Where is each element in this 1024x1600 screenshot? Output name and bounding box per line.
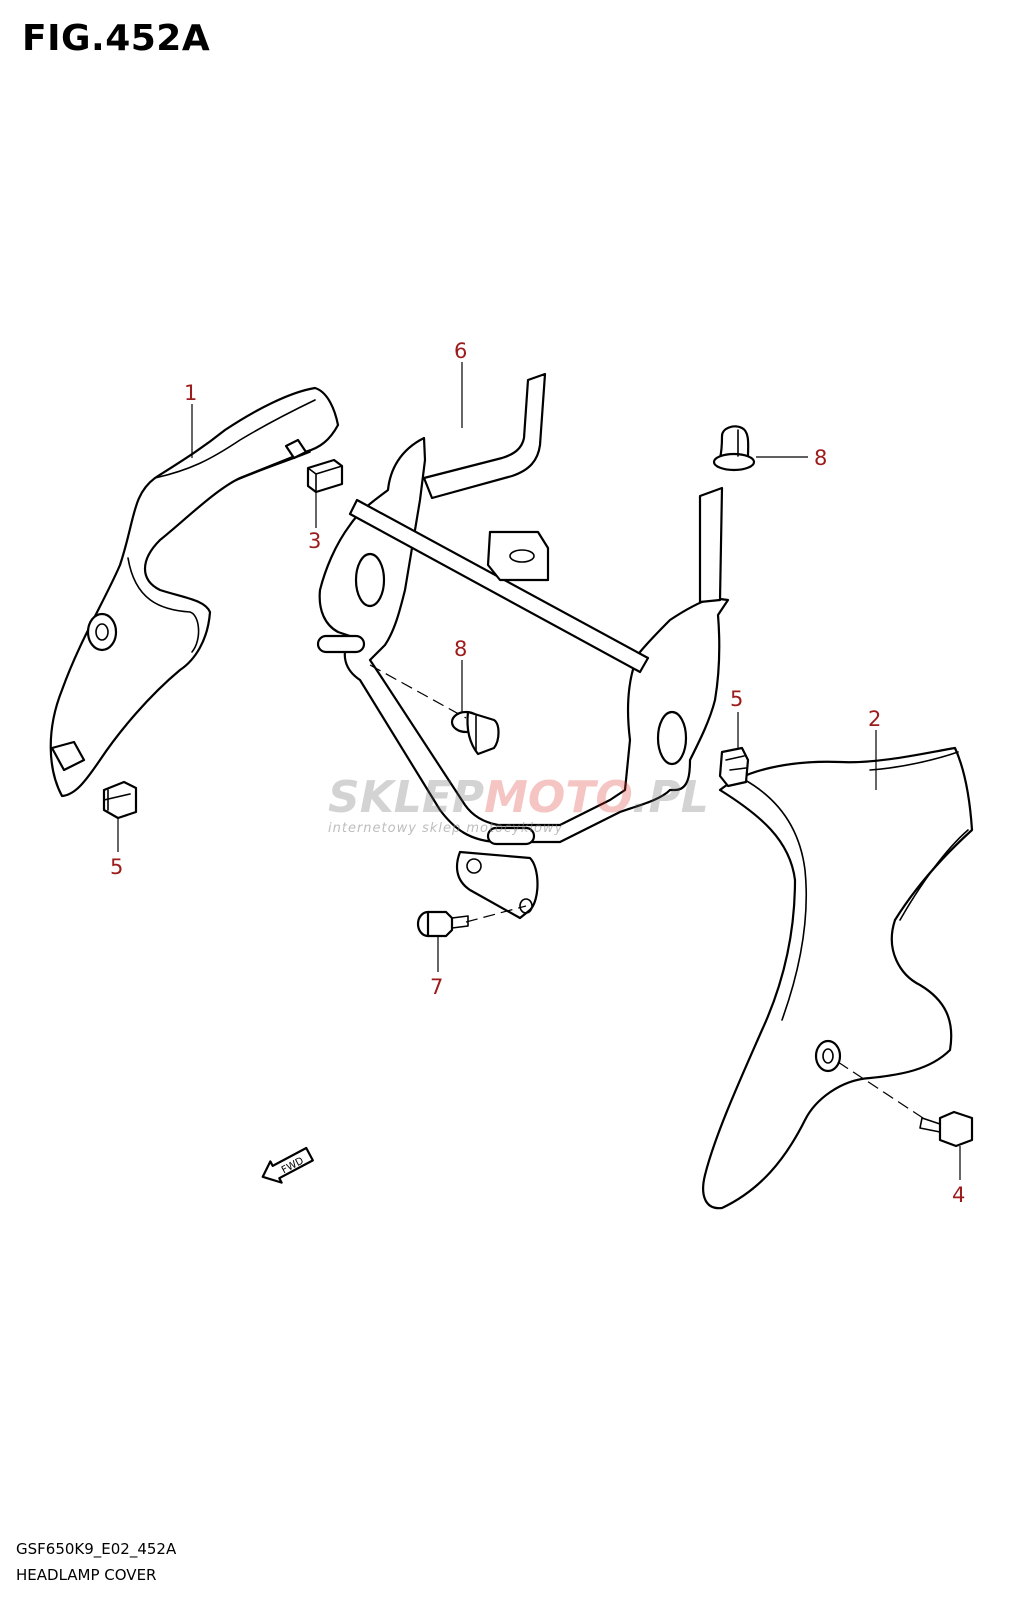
- callout-2: 2: [868, 707, 881, 731]
- callout-7: 7: [430, 975, 443, 999]
- callout-5-left: 5: [110, 855, 123, 879]
- part-7-bolt: [416, 910, 469, 938]
- part-2-right-cover: [702, 746, 974, 1210]
- part-1-left-cover: [49, 386, 340, 798]
- fwd-label: FWD: [280, 1155, 306, 1176]
- watermark-brand-mid: MOTO: [484, 772, 632, 823]
- callout-8-upper: 8: [814, 446, 827, 470]
- part-5-left-clip: [102, 780, 138, 820]
- callout-1: 1: [184, 381, 197, 405]
- callout-6: 6: [454, 339, 467, 363]
- part-5-right-clip: [718, 746, 750, 788]
- part-4-screw: [919, 1110, 974, 1148]
- watermark: SKLEPMOTO.PL internetowy sklep motocyklo…: [328, 772, 709, 836]
- assembly-line-8-lower: [369, 664, 467, 719]
- callout-4: 4: [952, 1183, 965, 1207]
- part-8-lower-grommet: [450, 710, 500, 756]
- watermark-tagline: internetowy sklep motocyklowy: [328, 821, 563, 836]
- svg-text:SKLEPMOTO.PL: SKLEPMOTO.PL: [328, 772, 709, 823]
- callout-3: 3: [308, 529, 321, 553]
- watermark-brand-left: SKLEP: [328, 772, 484, 823]
- assembly-line-7: [465, 905, 527, 923]
- part-8-upper-grommet: [712, 425, 756, 472]
- callout-5-right: 5: [730, 687, 743, 711]
- part-6-headlamp-bracket: [316, 372, 730, 920]
- callout-8-lower: 8: [454, 637, 467, 661]
- figure-code: GSF650K9_E02_452A: [16, 1540, 177, 1558]
- figure-name: HEADLAMP COVER: [16, 1566, 157, 1584]
- watermark-brand-right: .PL: [632, 772, 709, 823]
- figure-title: FIG.452A: [22, 18, 211, 59]
- fwd-arrow-icon: FWD: [261, 1146, 314, 1184]
- part-3-cushion: [306, 458, 344, 494]
